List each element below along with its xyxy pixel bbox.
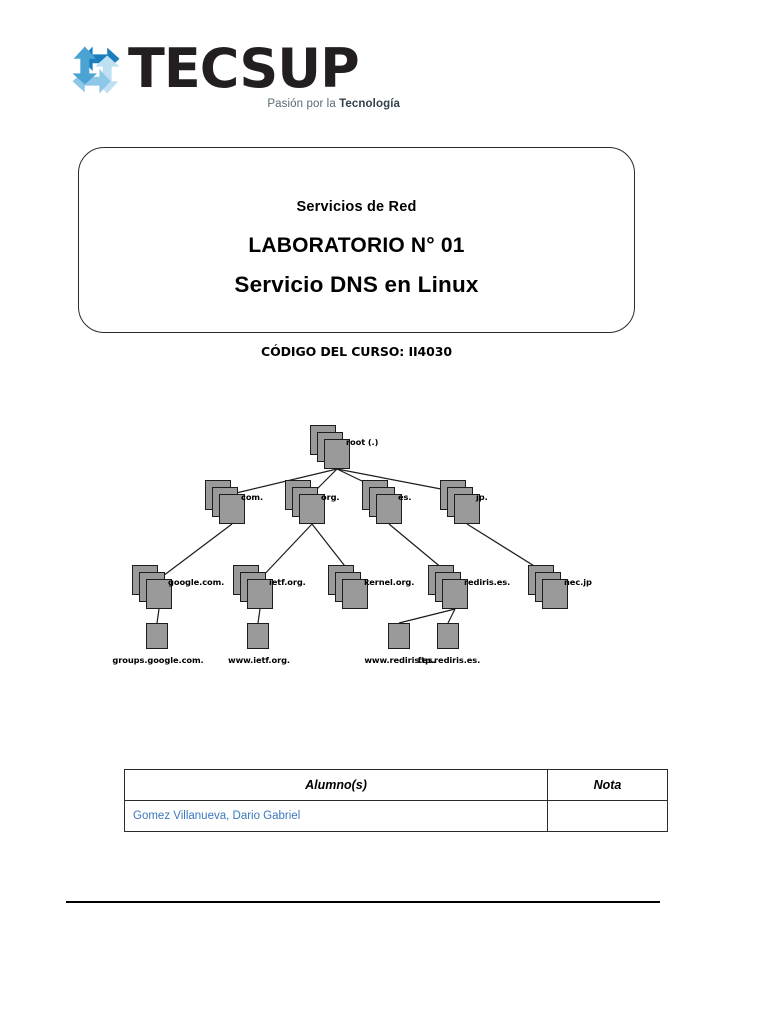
tecsup-logo: TECSUP Pasión por la Tecnología <box>68 37 400 118</box>
lab-number: LABORATORIO N° 01 <box>248 234 465 257</box>
tree-edge-com-to-google <box>158 523 233 580</box>
cell-nota[interactable] <box>547 800 668 832</box>
dns-node-org <box>285 480 325 524</box>
node-sheet <box>146 579 172 609</box>
node-sheet <box>247 579 273 609</box>
footer-rule <box>66 901 660 903</box>
dns-node-rediris <box>428 565 468 609</box>
dns-node-label-www-ietf: www.ietf.org. <box>228 655 290 665</box>
tree-edge-ietf-to-www-ietf <box>257 608 261 624</box>
dns-node-root <box>310 425 350 469</box>
node-sheet <box>376 494 402 524</box>
tree-edge-rediris-to-www-rediris <box>398 608 456 624</box>
dns-node-label-www-rediris: www.rediris.es. <box>364 655 436 665</box>
dns-node-label-rediris: rediris.es. <box>464 577 511 587</box>
pinwheel-arrows-logo-icon <box>68 42 124 98</box>
column-header-nota: Nota <box>547 769 668 801</box>
node-sheet <box>324 439 350 469</box>
dns-node-ietf <box>233 565 273 609</box>
dns-node-label-kernel: kernel.org. <box>364 577 415 587</box>
tagline-normal: Pasión por la <box>267 98 340 110</box>
column-header-alumnos: Alumno(s) <box>124 769 548 801</box>
dns-node-groups <box>146 623 168 649</box>
node-sheet <box>146 623 168 649</box>
node-sheet <box>388 623 410 649</box>
table-header-row: Alumno(s) Nota <box>124 769 668 801</box>
dns-node-label-com: com. <box>241 492 264 502</box>
tagline-bold: Tecnología <box>339 98 400 110</box>
tree-edge-google-to-groups <box>156 608 160 624</box>
node-sheet <box>219 494 245 524</box>
node-sheet <box>247 623 269 649</box>
tecsup-wordmark: TECSUP <box>128 37 360 100</box>
page-title: Servicio DNS en Linux <box>234 272 479 297</box>
dns-node-label-ftp-rediris: ftp.rediris.es. <box>417 655 481 665</box>
dns-node-label-ietf: ietf.org. <box>269 577 306 587</box>
dns-node-www-ietf <box>247 623 269 649</box>
node-sheet <box>342 579 368 609</box>
dns-hierarchy-diagram: root (.) com. org. es. jp. google.com. ietf.or… <box>100 415 620 665</box>
dns-node-www-rediris <box>388 623 410 649</box>
dns-node-nec <box>528 565 568 609</box>
grades-table: Alumno(s) Nota Gomez Villanueva, Dario G… <box>124 769 668 832</box>
dns-node-label-groups: groups.google.com. <box>112 655 204 665</box>
dns-node-com <box>205 480 245 524</box>
tree-edge-lines <box>156 468 556 624</box>
tree-edge-org-to-ietf <box>259 523 313 580</box>
tree-edge-root-to-com <box>231 468 338 495</box>
dns-node-label-jp: jp. <box>476 492 488 502</box>
dns-node-es <box>362 480 402 524</box>
dns-node-ftp-rediris <box>437 623 459 649</box>
tecsup-tagline: Pasión por la Tecnología <box>185 98 400 110</box>
dns-node-label-es: es. <box>398 492 412 502</box>
dns-node-google <box>132 565 172 609</box>
node-sheet <box>442 579 468 609</box>
dns-node-label-nec: nec.jp <box>564 577 592 587</box>
dns-node-label-root: root (.) <box>346 437 379 447</box>
tree-edge-rediris-to-ftp-rediris <box>447 608 456 624</box>
table-row: Gomez Villanueva, Dario Gabriel <box>124 800 668 832</box>
dns-node-label-google: google.com. <box>168 577 225 587</box>
node-sheet <box>299 494 325 524</box>
node-sheet <box>542 579 568 609</box>
dns-node-kernel <box>328 565 368 609</box>
course-code: CÓDIGO DEL CURSO: II4030 <box>261 344 452 359</box>
dns-node-label-org: org. <box>321 492 340 502</box>
cell-alumno: Gomez Villanueva, Dario Gabriel <box>124 800 548 832</box>
dns-node-jp <box>440 480 480 524</box>
course-subtitle: Servicios de Red <box>296 199 417 215</box>
lab-title-card: Servicios de Red LABORATORIO N° 01 Servi… <box>78 147 635 333</box>
node-sheet <box>454 494 480 524</box>
node-sheet <box>437 623 459 649</box>
